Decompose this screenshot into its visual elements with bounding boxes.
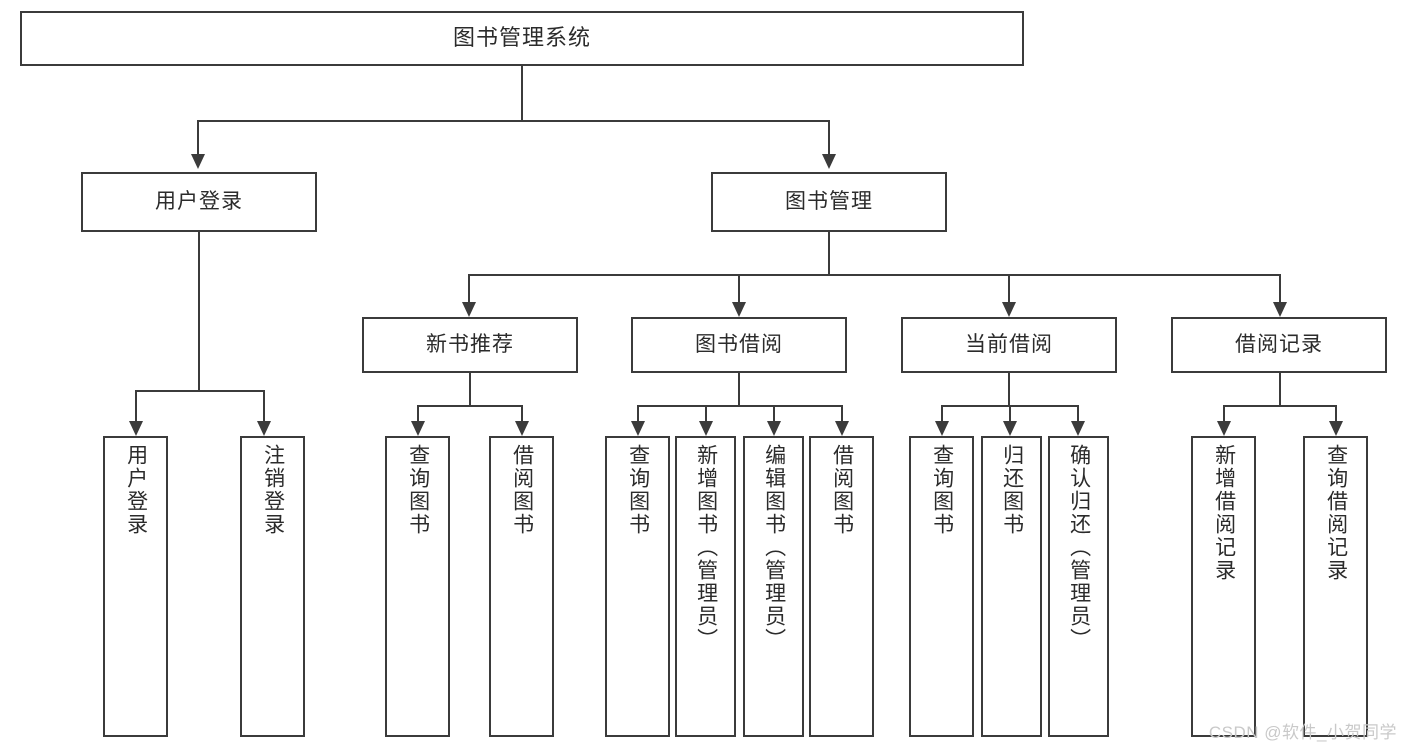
node-label: 图书借阅 <box>695 333 783 357</box>
leaf-label: 借阅图书 <box>510 444 534 536</box>
arrow-current-borrow-leaf-1 <box>935 421 949 436</box>
leaf-borrow-record-query-record[interactable]: 查询借阅记录 <box>1303 436 1368 737</box>
arrow-book-borrow-leaf-3 <box>767 421 781 436</box>
node-label: 当前借阅 <box>965 333 1053 357</box>
connector-current-borrow-drop-1 <box>941 405 943 421</box>
leaf-current-borrow-return-book[interactable]: 归还图书 <box>981 436 1042 737</box>
connector-current-borrow-drop-3 <box>1077 405 1079 421</box>
leaf-current-borrow-query-book[interactable]: 查询图书 <box>909 436 974 737</box>
csdn-watermark: CSDN @软件_小贺同学 <box>1208 723 1397 742</box>
connector-book-borrow-drop-4 <box>841 405 843 421</box>
connector-borrow-record-drop-2 <box>1335 405 1337 421</box>
connector-book-borrow-drop-1 <box>637 405 639 421</box>
node-label: 图书管理系统 <box>452 25 591 51</box>
connector-borrow-record-bus <box>1223 405 1337 407</box>
leaf-label: 编辑图书（管理员） <box>762 444 786 651</box>
connector-root-to-user-login <box>197 120 199 154</box>
connector-book-borrow-bus <box>637 405 842 407</box>
node-label: 借阅记录 <box>1235 333 1323 357</box>
connector-book-borrow-drop-3 <box>773 405 775 421</box>
leaf-new-book-borrow-book[interactable]: 借阅图书 <box>489 436 554 737</box>
leaf-user-login-login[interactable]: 用户登录 <box>103 436 168 737</box>
connector-book-borrow-drop-2 <box>705 405 707 421</box>
leaf-label: 查询图书 <box>406 444 430 536</box>
node-user-login[interactable]: 用户登录 <box>81 172 317 232</box>
arrow-book-borrow-leaf-1 <box>631 421 645 436</box>
leaf-user-login-logout[interactable]: 注销登录 <box>240 436 305 737</box>
leaf-current-borrow-confirm-return-admin[interactable]: 确认归还（管理员） <box>1048 436 1109 737</box>
connector-book-borrow-stem <box>738 373 740 406</box>
arrow-root-to-user-login <box>191 154 205 169</box>
connector-borrow-record-drop-1 <box>1223 405 1225 421</box>
node-label: 新书推荐 <box>426 333 514 357</box>
leaf-book-borrow-query-book[interactable]: 查询图书 <box>605 436 670 737</box>
arrow-current-borrow-leaf-3 <box>1071 421 1085 436</box>
leaf-book-borrow-add-book-admin[interactable]: 新增图书（管理员） <box>675 436 736 737</box>
connector-book-manage-stem <box>828 232 830 275</box>
connector-borrow-record-stem <box>1279 373 1281 406</box>
connector-book-manage-drop-2 <box>738 274 740 302</box>
arrow-book-manage-child-1 <box>462 302 476 317</box>
leaf-label: 新增借阅记录 <box>1212 444 1236 582</box>
arrow-book-manage-child-2 <box>732 302 746 317</box>
connector-book-manage-drop-3 <box>1008 274 1010 302</box>
arrow-book-manage-child-3 <box>1002 302 1016 317</box>
arrow-user-login-leaf-1 <box>129 421 143 436</box>
arrow-new-book-leaf-2 <box>515 421 529 436</box>
arrow-current-borrow-leaf-2 <box>1003 421 1017 436</box>
connector-new-book-drop-2 <box>521 405 523 421</box>
node-new-book-recommend[interactable]: 新书推荐 <box>362 317 578 373</box>
leaf-label: 注销登录 <box>261 444 285 536</box>
node-borrow-record[interactable]: 借阅记录 <box>1171 317 1387 373</box>
arrow-borrow-record-leaf-2 <box>1329 421 1343 436</box>
leaf-label: 查询图书 <box>930 444 954 536</box>
arrow-user-login-leaf-2 <box>257 421 271 436</box>
node-label: 图书管理 <box>785 190 873 214</box>
connector-book-manage-bus <box>468 274 1280 276</box>
connector-root-bus <box>197 120 829 122</box>
node-current-borrow[interactable]: 当前借阅 <box>901 317 1117 373</box>
connector-user-login-drop-1 <box>135 390 137 421</box>
leaf-label: 查询借阅记录 <box>1324 444 1348 582</box>
connector-new-book-drop-1 <box>417 405 419 421</box>
connector-book-manage-drop-4 <box>1279 274 1281 302</box>
arrow-book-borrow-leaf-2 <box>699 421 713 436</box>
node-root-system[interactable]: 图书管理系统 <box>20 11 1024 66</box>
connector-new-book-stem <box>469 373 471 406</box>
leaf-label: 借阅图书 <box>830 444 854 536</box>
connector-root-stem <box>521 66 523 121</box>
leaf-book-borrow-borrow-book[interactable]: 借阅图书 <box>809 436 874 737</box>
connector-current-borrow-drop-2 <box>1009 405 1011 421</box>
node-book-borrow[interactable]: 图书借阅 <box>631 317 847 373</box>
leaf-label: 确认归还（管理员） <box>1067 444 1091 651</box>
arrow-root-to-book-manage <box>822 154 836 169</box>
leaf-new-book-query-book[interactable]: 查询图书 <box>385 436 450 737</box>
connector-root-to-book-manage <box>828 120 830 154</box>
arrow-book-manage-child-4 <box>1273 302 1287 317</box>
node-book-management[interactable]: 图书管理 <box>711 172 947 232</box>
connector-current-borrow-stem <box>1008 373 1010 406</box>
leaf-book-borrow-edit-book-admin[interactable]: 编辑图书（管理员） <box>743 436 804 737</box>
leaf-label: 查询图书 <box>626 444 650 536</box>
connector-user-login-stem <box>198 232 200 391</box>
leaf-label: 新增图书（管理员） <box>694 444 718 651</box>
connector-new-book-bus <box>417 405 523 407</box>
leaf-label: 归还图书 <box>1000 444 1024 536</box>
arrow-borrow-record-leaf-1 <box>1217 421 1231 436</box>
arrow-new-book-leaf-1 <box>411 421 425 436</box>
connector-book-manage-drop-1 <box>468 274 470 302</box>
arrow-book-borrow-leaf-4 <box>835 421 849 436</box>
connector-user-login-drop-2 <box>263 390 265 421</box>
connector-user-login-bus <box>135 390 265 392</box>
leaf-borrow-record-add-record[interactable]: 新增借阅记录 <box>1191 436 1256 737</box>
leaf-label: 用户登录 <box>124 444 148 536</box>
node-label: 用户登录 <box>155 190 243 214</box>
